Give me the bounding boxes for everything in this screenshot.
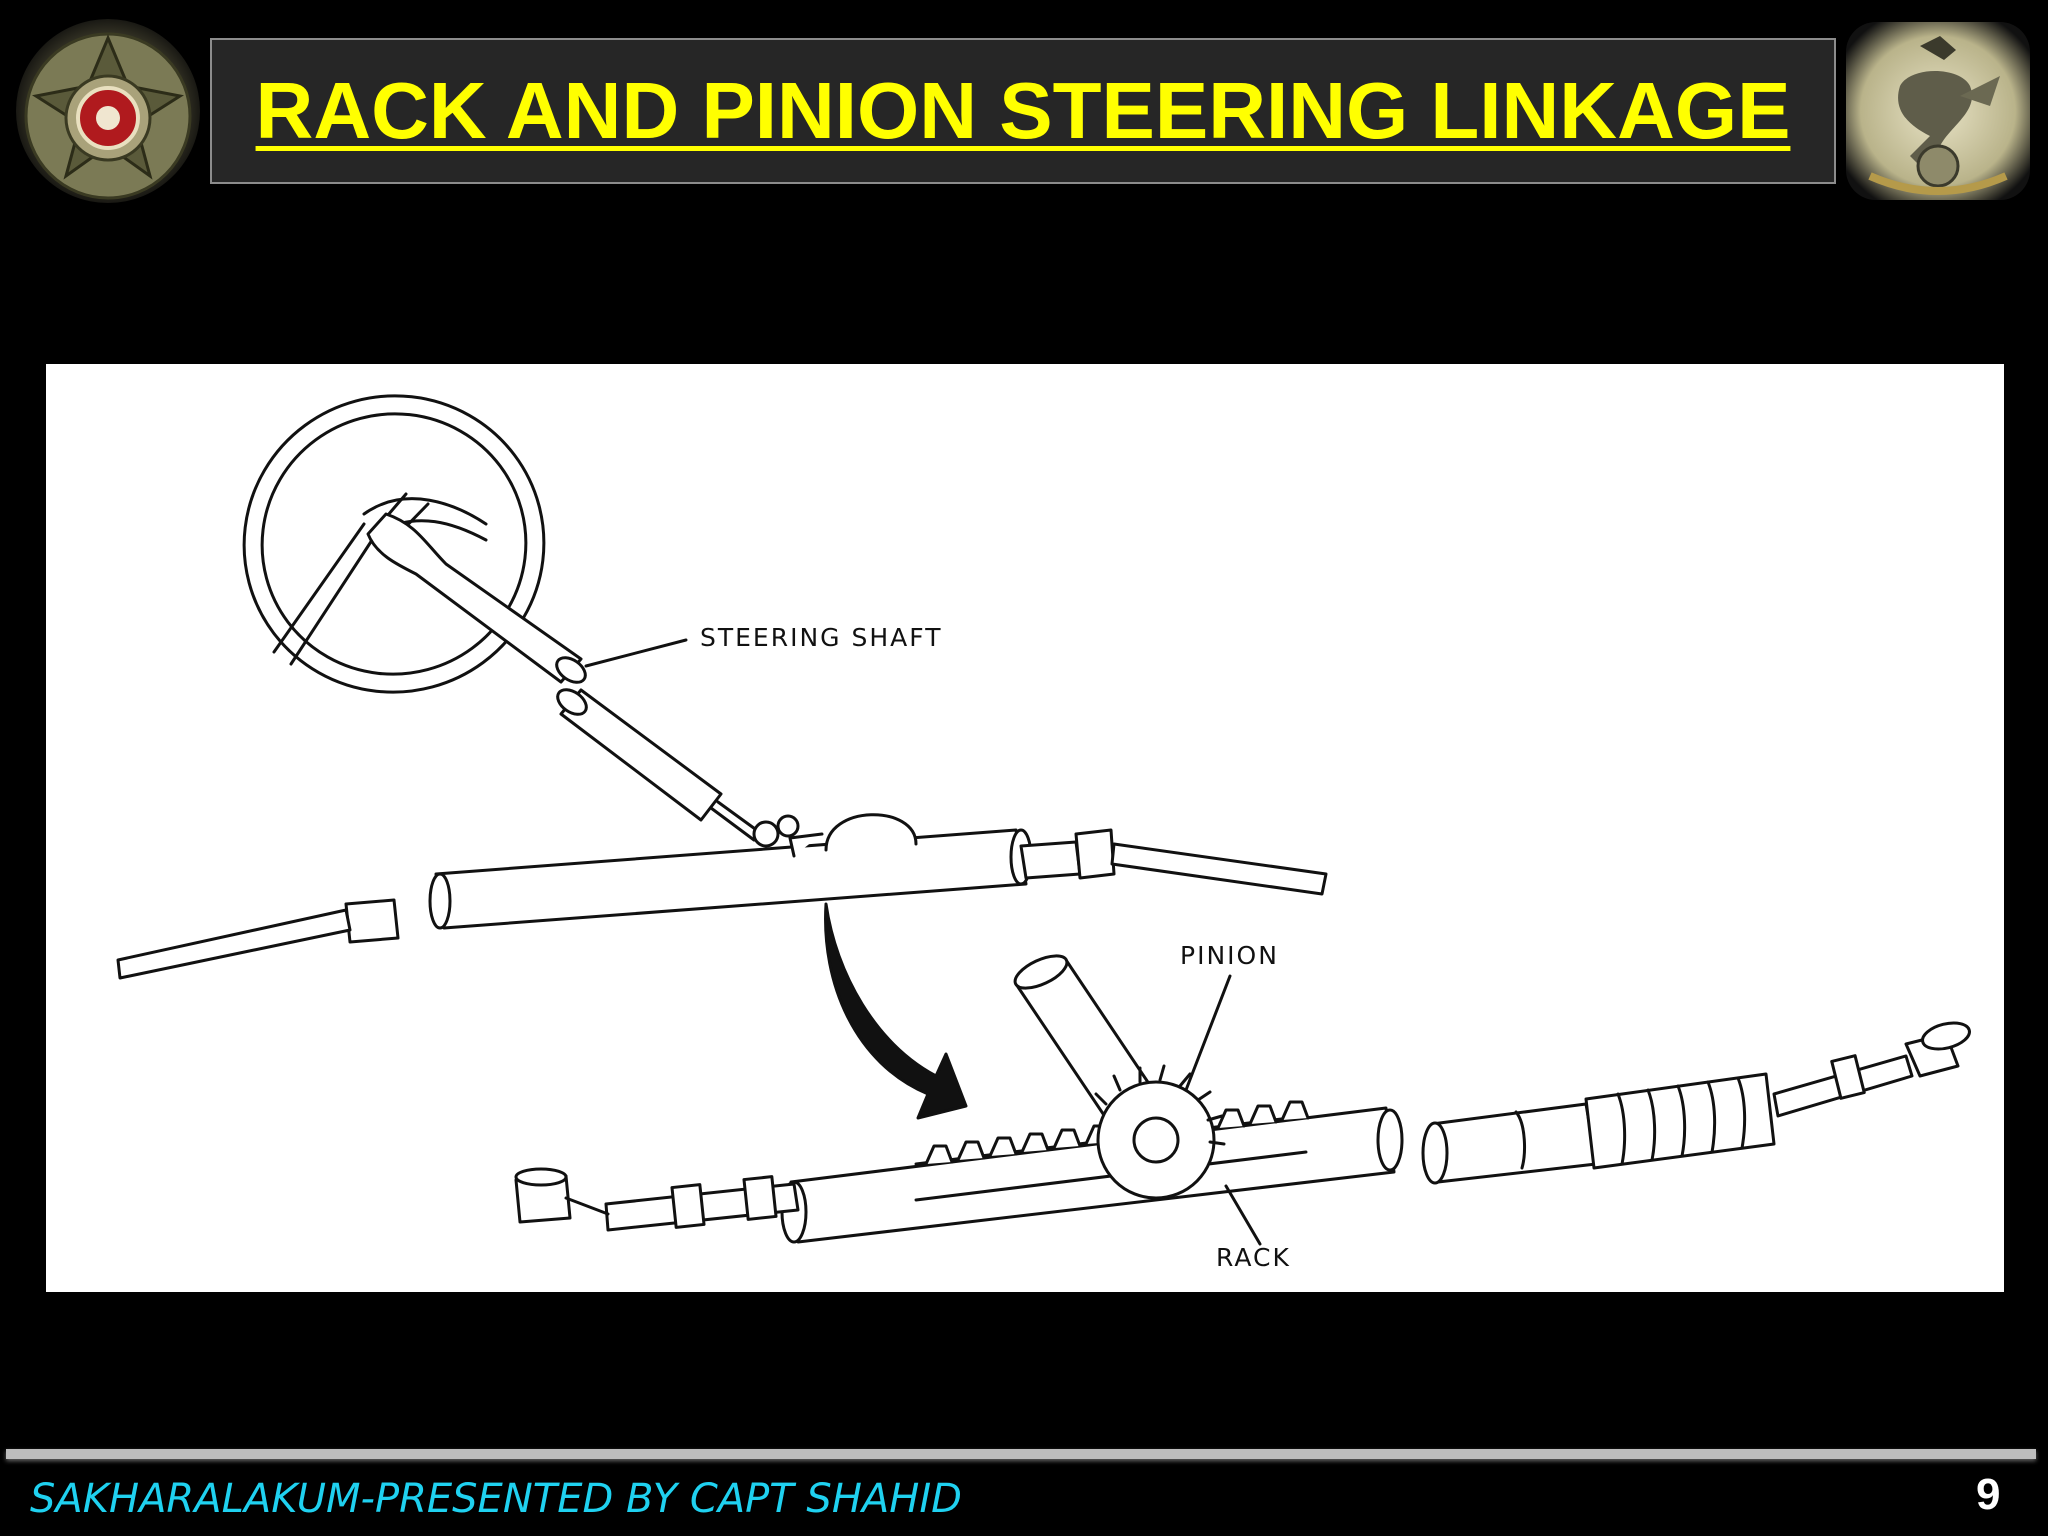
steering-shaft-leader	[584, 638, 688, 668]
pinion-leader	[1184, 974, 1232, 1092]
page-number: 9	[1976, 1470, 2001, 1519]
rack-leader	[1224, 1184, 1262, 1246]
right-logo-crest	[1840, 16, 2036, 206]
footer-divider	[6, 1449, 2036, 1459]
curved-arrow	[824, 902, 968, 1120]
rack-pinion-diagram: STEERING SHAFT PINION RACK	[46, 364, 2004, 1292]
left-logo-emblem	[10, 16, 206, 206]
rack-label: RACK	[1216, 1243, 1291, 1272]
title-banner: RACK AND PINION STEERING LINKAGE	[210, 38, 1836, 184]
slide-title: RACK AND PINION STEERING LINKAGE	[255, 66, 1791, 155]
steering-shaft-label: STEERING SHAFT	[700, 623, 942, 652]
pinion-gear	[1094, 1064, 1226, 1200]
left-tie-rod-end	[514, 1167, 800, 1232]
rack-bar	[780, 1100, 1404, 1244]
right-rack-assembly	[1421, 1021, 1971, 1185]
footer-presenter-text: SAKHARALAKUM-PRESENTED BY CAPT SHAHID	[30, 1476, 962, 1522]
rack-housing	[344, 813, 1116, 944]
pinion-label: PINION	[1180, 941, 1279, 970]
right-tie-rod	[1110, 842, 1328, 896]
left-tie-rod	[116, 908, 352, 980]
